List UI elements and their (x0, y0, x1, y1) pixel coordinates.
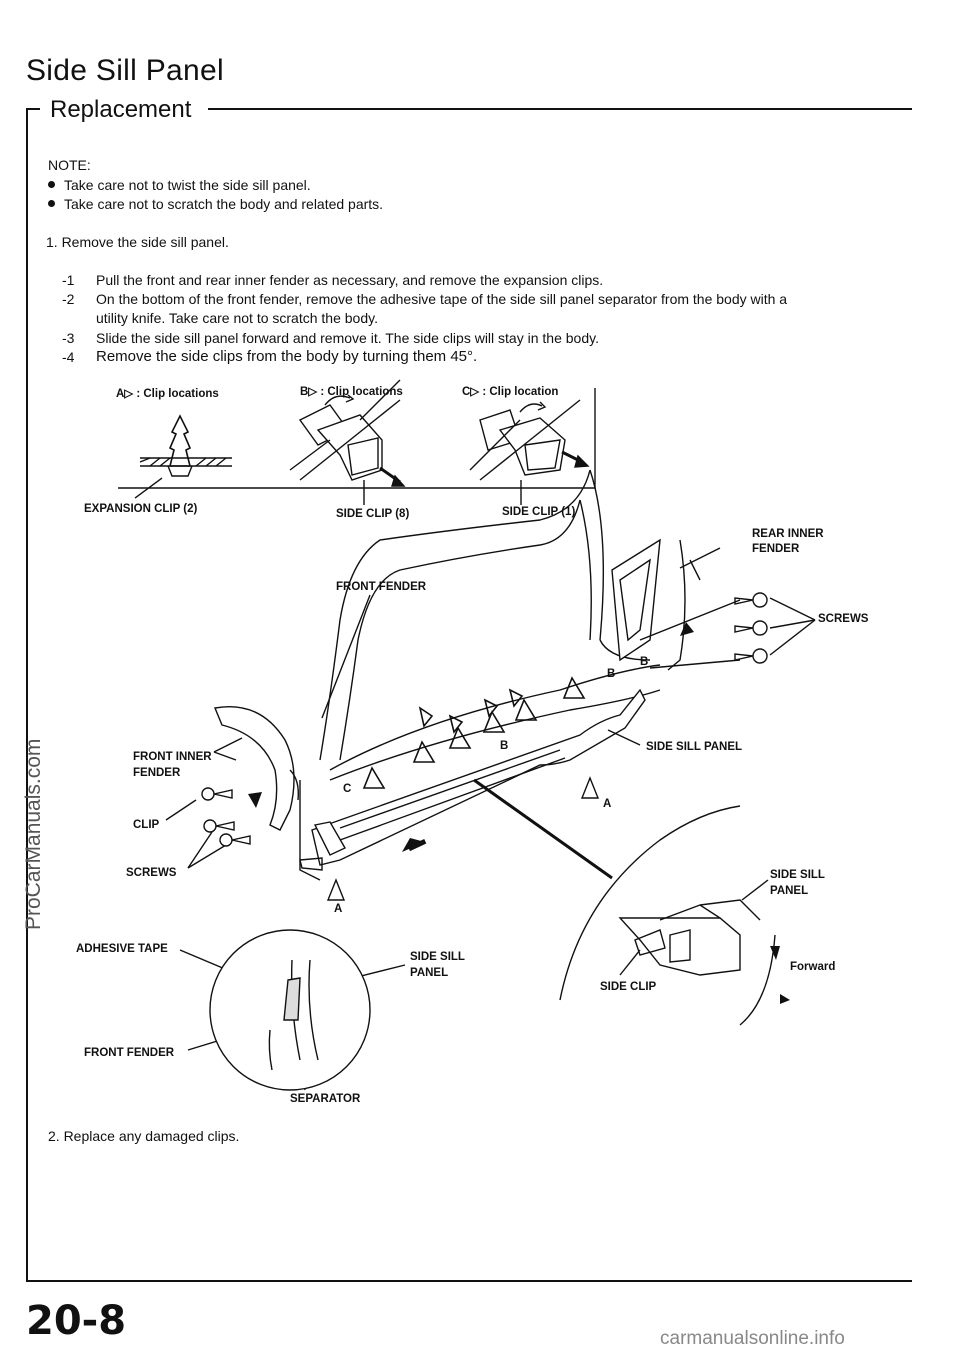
step-2: 2. Replace any damaged clips. (48, 1128, 240, 1144)
side-sill-panel-circle-label: SIDE SILL (410, 951, 465, 963)
step-1: 1. Remove the side sill panel. (46, 234, 229, 250)
note-item: Take care not to scratch the body and re… (64, 196, 384, 212)
bullet-icon (48, 181, 55, 188)
letter-b: B (607, 668, 616, 680)
rear-inner-fender-label: FENDER (752, 543, 800, 555)
watermark-left: ProCarManuals.com (22, 738, 45, 930)
section-subtitle: Replacement (50, 96, 192, 123)
forward-label: Forward (790, 961, 836, 973)
frame-top-rule (208, 108, 912, 110)
adhesive-tape-label: ADHESIVE TAPE (76, 943, 168, 955)
side-sill-panel-circle-label: PANEL (410, 967, 449, 979)
watermark-bottom: carmanualsonline.info (660, 1328, 845, 1349)
left-fasteners-drawing (201, 787, 251, 847)
front-fender-bottom-label: FRONT FENDER (84, 1047, 175, 1059)
car-body-drawing (299, 469, 701, 881)
side-clip-b-drawing (289, 379, 406, 505)
rear-inner-fender-label: REAR INNER (752, 528, 824, 540)
letter-a: A (603, 798, 612, 810)
clip-markers (362, 676, 586, 789)
frame-left-rule (26, 108, 28, 1282)
expansion-clip-label: EXPANSION CLIP (2) (84, 503, 198, 515)
screw-drawing (639, 592, 768, 669)
letter-b: B (500, 740, 509, 752)
screws-left-label: SCREWS (126, 867, 177, 879)
side-sill-panel-detail-label: PANEL (770, 885, 809, 897)
frame-bottom-rule (26, 1280, 912, 1282)
side-clip-detail-arc (559, 805, 776, 1026)
front-inner-fender-drawing (214, 706, 300, 831)
substep-text: Pull the front and rear inner fender as … (96, 272, 604, 288)
page-number: 20-8 (26, 1298, 127, 1344)
side-clip-label: SIDE CLIP (600, 981, 657, 993)
letter-a: A (334, 903, 343, 915)
front-fender-label: FRONT FENDER (336, 581, 427, 593)
clip-location-a-label: A▷ : Clip locations (116, 388, 219, 400)
note-label: NOTE: (48, 157, 91, 173)
substep-text: utility knife. Take care not to scratch … (96, 310, 378, 326)
expansion-clip-drawing (134, 414, 232, 499)
substep-num: -3 (62, 330, 75, 346)
front-inner-fender-label: FRONT INNER (133, 751, 212, 763)
substep-num: -4 (62, 349, 75, 365)
clip-location-b-label: B▷ : Clip locations (300, 386, 403, 398)
front-inner-fender-label: FENDER (133, 767, 181, 779)
clip-location-c-label: C▷ : Clip location (462, 386, 559, 398)
substep-num: -2 (62, 291, 75, 307)
frame-top-left-rule (26, 108, 40, 110)
side-clip-c-drawing (469, 399, 590, 505)
side-sill-panel-drawing (299, 688, 646, 871)
note-item: Take care not to twist the side sill pan… (64, 177, 311, 193)
side-sill-panel-label: SIDE SILL PANEL (646, 741, 743, 753)
side-sill-panel-detail-label: SIDE SILL (770, 869, 825, 881)
side-clip-8-label: SIDE CLIP (8) (336, 508, 410, 520)
separator-label: SEPARATOR (290, 1093, 361, 1105)
substep-text: Remove the side clips from the body by t… (96, 348, 478, 365)
bullet-icon (48, 200, 55, 207)
letter-b: B (640, 656, 649, 668)
page-title: Side Sill Panel (26, 54, 224, 87)
letter-c: C (343, 783, 352, 795)
substep-num: -1 (62, 272, 75, 288)
clip-label: CLIP (133, 819, 160, 831)
substep-text: Slide the side sill panel forward and re… (96, 330, 599, 346)
screws-right-label: SCREWS (818, 613, 869, 625)
substep-text: On the bottom of the front fender, remov… (96, 291, 788, 307)
side-clip-1-label: SIDE CLIP (1) (502, 506, 576, 518)
